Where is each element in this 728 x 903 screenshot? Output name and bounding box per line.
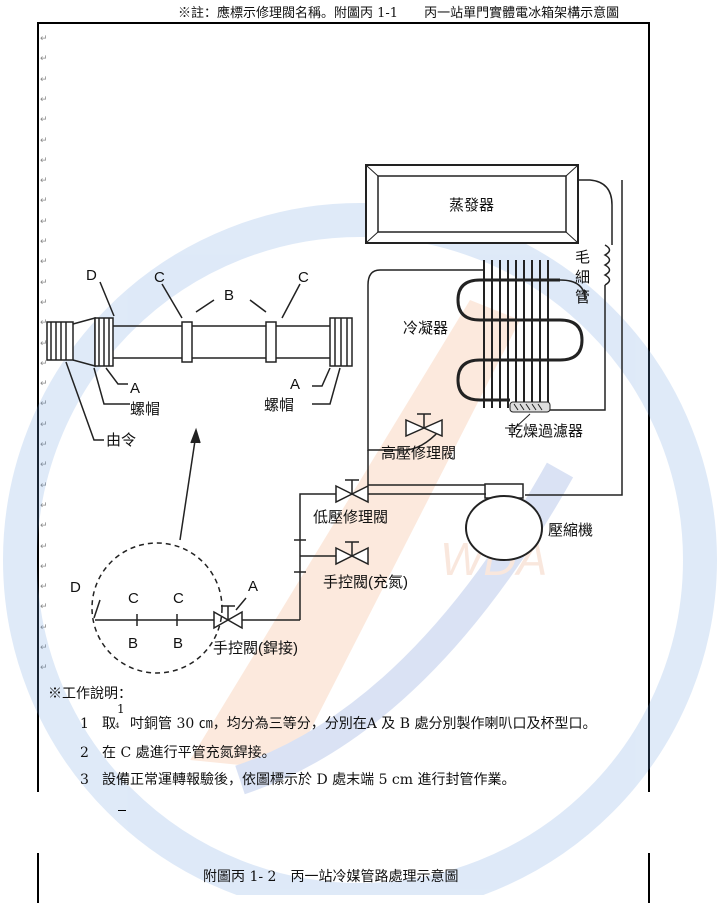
step-3-text: 設備正常運轉報驗後，依圖標示於 D 處末端 5 cm 進行封管作業。 (102, 772, 516, 788)
paragraph-mark: ↵ (40, 95, 48, 105)
step-2-text: 在 C 處進行平管充氮銲接。 (102, 745, 276, 761)
paragraph-mark: ↵ (40, 34, 48, 44)
capillary-label-3: 管 (575, 289, 590, 306)
label-b2-circle: B (173, 635, 183, 652)
label-c2-circle: C (173, 590, 184, 607)
top-note: ※註：應標示修理閥名稱。附圖丙 1-1 丙一站單門實體電冰箱架構示意圖 (178, 6, 620, 21)
paragraph-mark: ↵ (40, 562, 48, 572)
label-a-left: A (130, 380, 140, 397)
step-2: 2 在 C 處進行平管充氮銲接。 (80, 742, 276, 762)
label-a-right: A (290, 376, 300, 393)
paragraph-mark: ↵ (40, 623, 48, 633)
condenser: 冷凝器 (367, 260, 586, 451)
capillary-label-2: 細 (575, 269, 590, 286)
step-3-num: 3 (80, 772, 89, 788)
paragraph-mark: ↵ (40, 217, 48, 227)
capillary-tube: 毛 細 管 (545, 179, 613, 411)
paragraph-mark: ↵ (40, 460, 48, 470)
weld-valve: 手控閥(銲接) A (213, 578, 300, 657)
drier: 乾燥過濾器 (505, 401, 583, 440)
paragraph-mark: ↵ (40, 582, 48, 592)
evaporator-label: 蒸發器 (449, 197, 494, 214)
label-c2-pipe: C (298, 269, 309, 286)
nut-label-left: 螺帽 (130, 401, 160, 418)
paragraph-mark: ↵ (40, 643, 48, 653)
step-2-num: 2 (80, 745, 89, 761)
lp-valve: 低壓修理閥 (299, 479, 486, 620)
fraction-numerator: 1 (117, 702, 125, 716)
step-3: 3 設備正常運轉報驗後，依圖標示於 D 處末端 5 cm 進行封管作業。 (80, 769, 516, 789)
label-b-pipe: B (224, 287, 234, 304)
label-c1-pipe: C (154, 269, 165, 286)
step-1-num: 1 (80, 716, 89, 732)
n2-valve: 手控閥(充氮) (294, 539, 408, 591)
label-b1-circle: B (128, 635, 138, 652)
paragraph-mark: ↵ (40, 481, 48, 491)
paragraph-mark: ↵ (40, 136, 48, 146)
paragraph-mark: ↵ (40, 501, 48, 511)
paragraph-mark: ↵ (40, 75, 48, 85)
compressor-label: 壓縮機 (548, 522, 593, 539)
label-a-valve: A (248, 578, 258, 595)
paragraph-mark: ↵ (40, 298, 48, 308)
paragraph-mark: ↵ (40, 420, 48, 430)
union-label: 由令 (106, 432, 136, 449)
hp-valve-label: 高壓修理閥 (381, 445, 456, 462)
paragraph-mark: ↵ (40, 521, 48, 531)
paragraph-mark: ↵ (40, 399, 48, 409)
figure-frame (37, 22, 650, 792)
label-d-circle: D (70, 579, 81, 596)
hp-valve: 高壓修理閥 (381, 413, 456, 462)
detail-circle: D C C B B (70, 427, 223, 674)
nut-label-right: 螺帽 (264, 397, 294, 414)
paragraph-mark: ↵ (40, 318, 48, 328)
step-1-text: 取 吋銅管 30 ㎝，均分為三等分，分別在A 及 B 處分別製作喇叭口及杯型口。 (102, 716, 597, 732)
paragraph-mark: ↵ (40, 339, 48, 349)
n2-valve-label: 手控閥(充氮) (323, 574, 408, 591)
paragraph-mark: ↵ (40, 379, 48, 389)
paragraph-mark: ↵ (40, 278, 48, 288)
paragraph-mark: ↵ (40, 440, 48, 450)
lp-valve-label: 低壓修理閥 (313, 509, 388, 526)
paragraph-mark: ↵ (40, 176, 48, 186)
figure-caption: 附圖丙 1- 2 丙一站冷媒管路處理示意圖 (203, 869, 459, 885)
pipe-assembly: D C C B A A 螺帽 螺帽 由令 (46, 267, 353, 449)
caption-frame (37, 853, 650, 903)
paragraph-mark: ↵ (40, 257, 48, 267)
label-c1-circle: C (128, 590, 139, 607)
step-1: 1 取 吋銅管 30 ㎝，均分為三等分，分別在A 及 B 處分別製作喇叭口及杯型口… (80, 713, 596, 733)
work-title: ※工作說明： (48, 686, 132, 702)
paragraph-mark: ↵ (40, 359, 48, 369)
evaporator: 蒸發器 (365, 164, 579, 244)
paragraph-mark: ↵ (40, 196, 48, 206)
pipe-loop (367, 180, 623, 496)
paragraph-mark: ↵ (40, 115, 48, 125)
drier-label: 乾燥過濾器 (508, 423, 583, 440)
capillary-label-1: 毛 (575, 249, 590, 266)
paragraph-mark: ↵ (40, 237, 48, 247)
cursor-mark (118, 810, 126, 811)
weld-valve-label: 手控閥(銲接) (213, 640, 298, 657)
fraction-denominator: 4 (115, 722, 120, 730)
paragraph-mark: ↵ (40, 54, 48, 64)
paragraph-mark: ↵ (40, 602, 48, 612)
condenser-label: 冷凝器 (403, 320, 448, 337)
paragraph-mark: ↵ (40, 542, 48, 552)
compressor: 壓縮機 (465, 483, 593, 561)
paragraph-mark: ↵ (40, 156, 48, 166)
paragraph-mark: ↵ (40, 663, 48, 673)
label-d-pipe: D (86, 267, 97, 284)
